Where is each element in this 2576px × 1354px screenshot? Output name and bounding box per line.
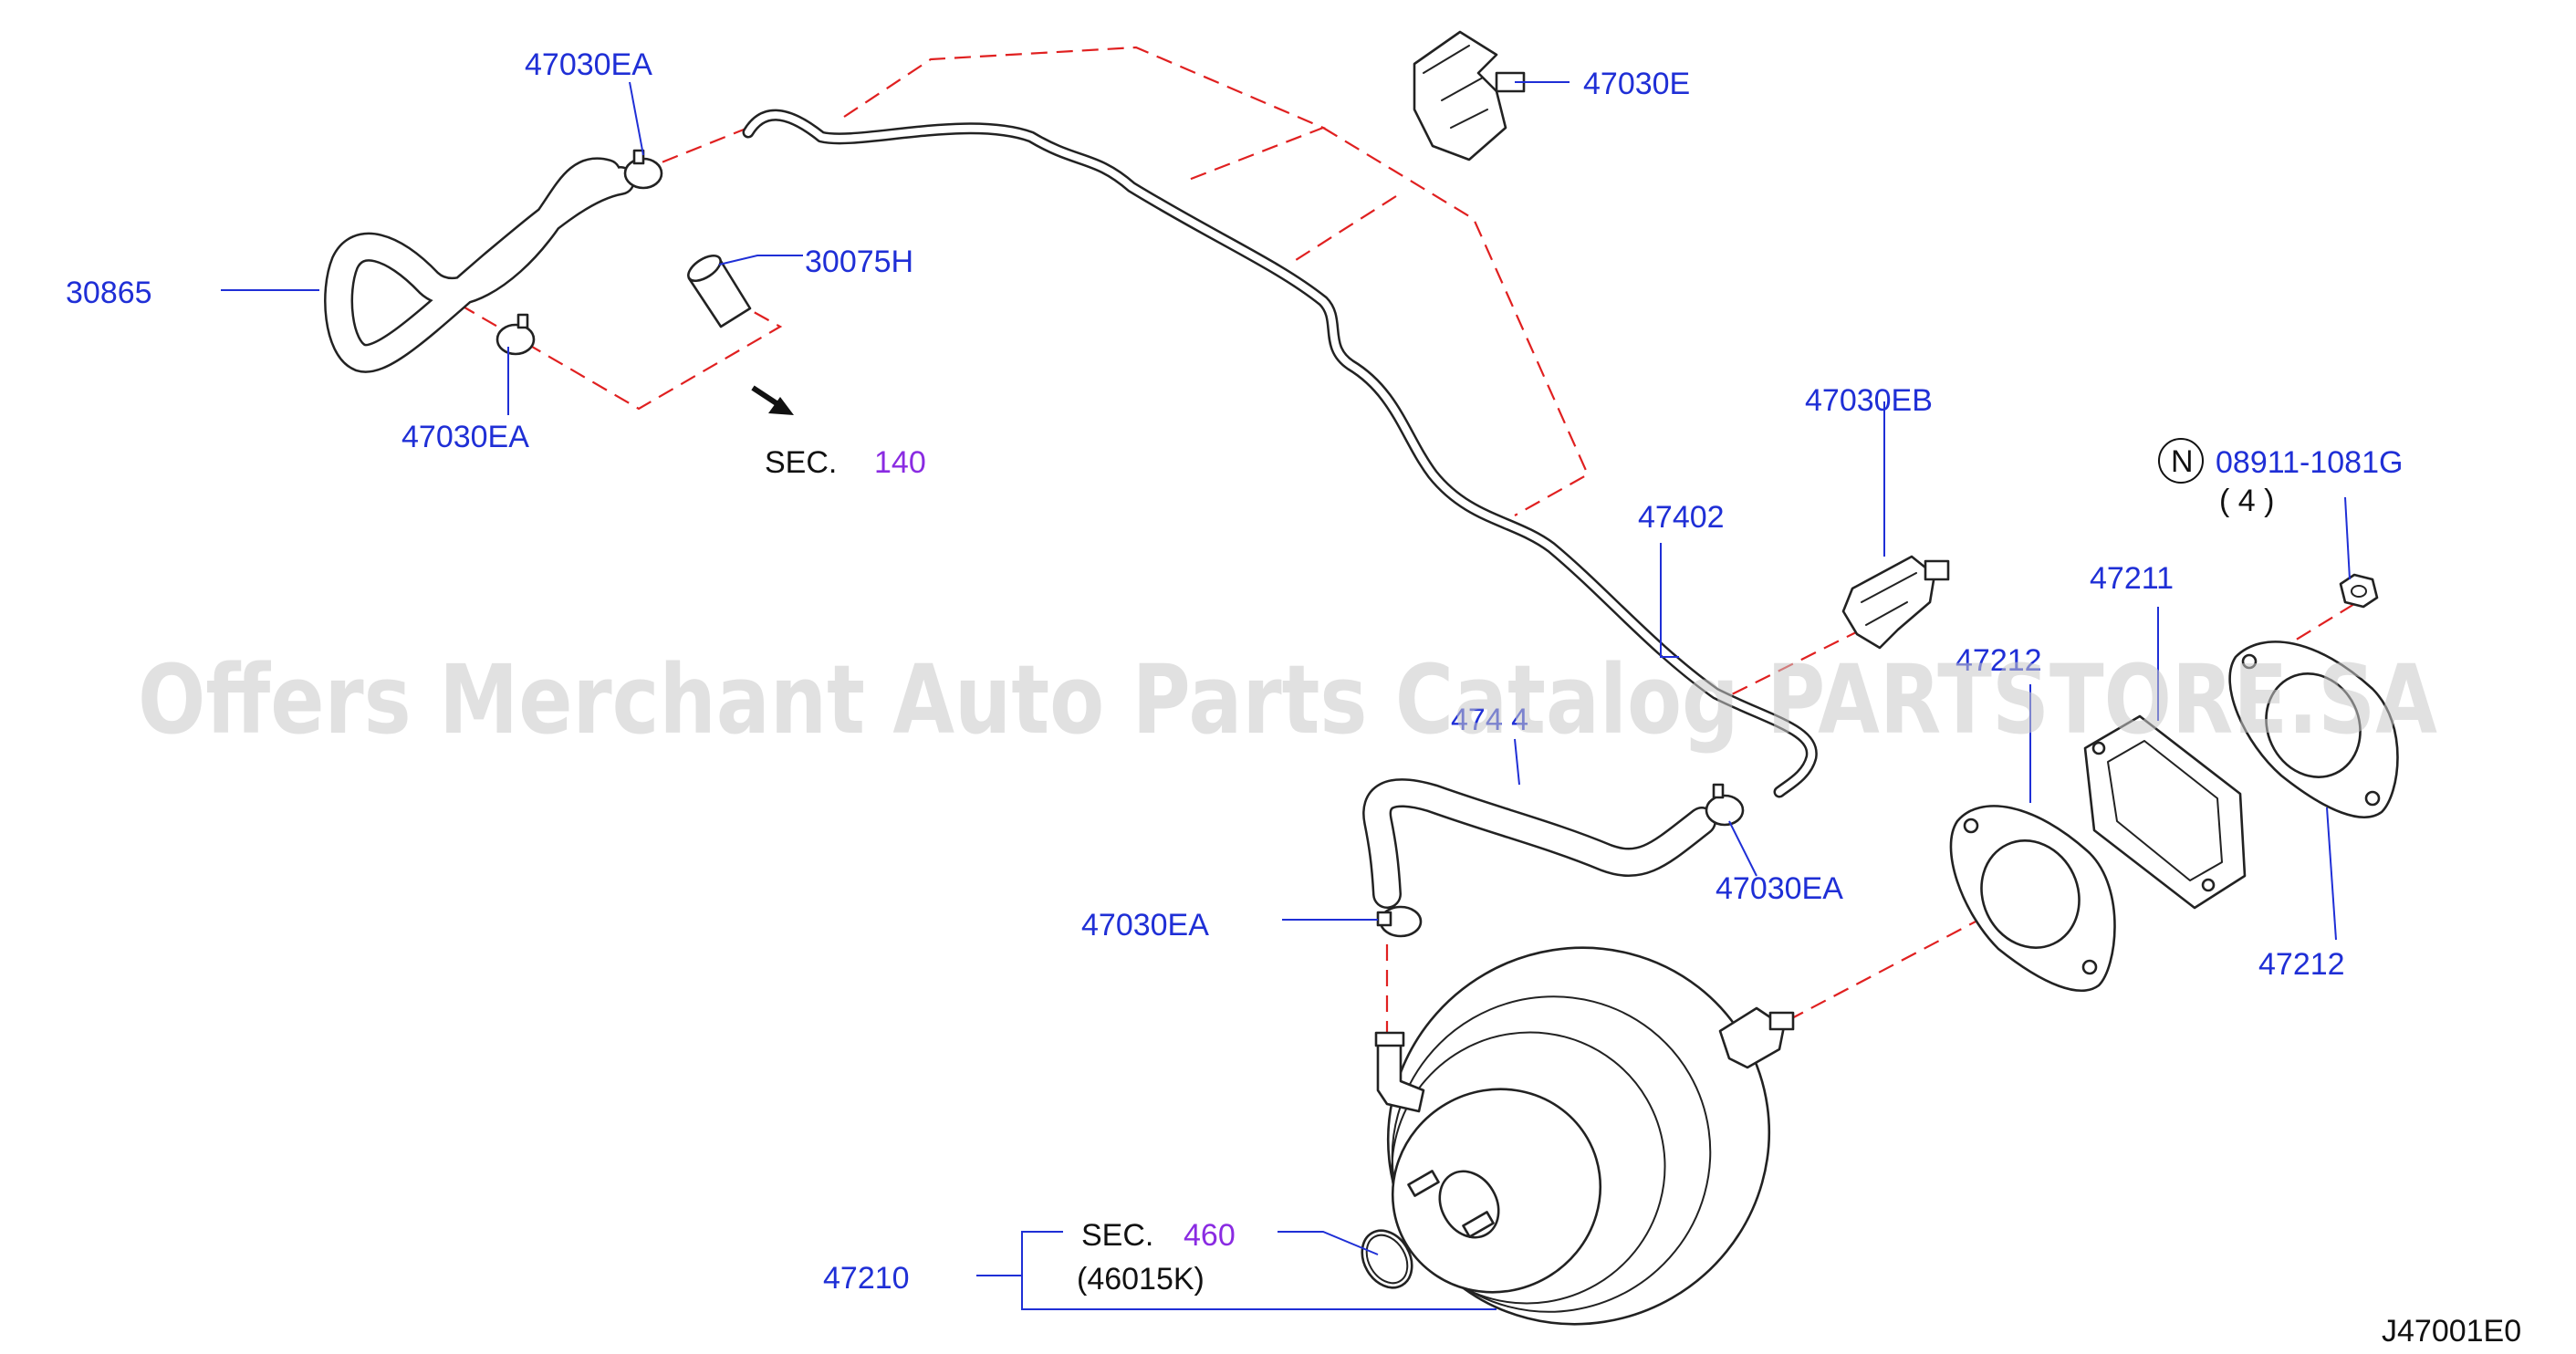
dash-upper-frame [843,46,1326,182]
label-47402[interactable]: 47402 [1638,500,1725,535]
label-47212-top[interactable]: 47212 [1955,643,2042,678]
dash-clip-frame [1322,127,1590,516]
clamp-mid [1376,905,1423,938]
watermark: Offers Merchant Auto Parts Catalog PARTS… [138,644,2437,755]
dash-hose-to-tube [638,126,749,173]
nut-marker: N [2171,444,2194,479]
leader-lines [221,81,2351,1310]
nut-marker-circle [2158,438,2204,484]
sec-140-prefix: SEC. [765,445,837,480]
label-47471-obscured[interactable]: 474 4 [1451,703,1528,737]
spacer-plate-47211 [2083,714,2247,910]
hose-lower [1362,778,1716,909]
sec-460-prefix: SEC. [1081,1218,1153,1253]
clip-47030EB [1841,555,1950,650]
sec-140-arrow [751,385,794,415]
label-30075H[interactable]: 30075H [805,245,913,279]
clamp-top [623,149,663,190]
dash-nut-to-gasket [2289,603,2355,644]
label-47030E[interactable]: 47030E [1583,67,1690,101]
diagram-code: J47001E0 [2382,1314,2521,1349]
sec-460-sub: (46015K) [1077,1262,1205,1297]
spacer-30075H [687,254,752,328]
label-30865[interactable]: 30865 [66,276,152,310]
hose-30865 [324,157,635,373]
vacuum-tube-47402 [742,109,1818,798]
nut [2339,573,2379,609]
gasket-left [1949,805,2116,993]
label-47211[interactable]: 47211 [2090,561,2174,596]
sec-460-link[interactable]: 460 [1184,1218,1236,1253]
label-47212-bottom[interactable]: 47212 [2258,947,2345,982]
label-47030EB[interactable]: 47030EB [1805,383,1933,418]
clamp-right [1705,783,1745,827]
label-47030EA-right[interactable]: 47030EA [1716,871,1843,906]
sec-140-link[interactable]: 140 [874,445,926,480]
dash-lower-left-frame [437,291,783,411]
dash-bracket-link [1295,195,1397,261]
label-47030EA-mid[interactable]: 47030EA [1081,908,1209,943]
o-ring [1361,1229,1413,1289]
clamp-left [495,313,536,356]
gasket-right [2228,641,2399,819]
label-nut-qty: ( 4 ) [2219,484,2274,518]
label-47030EA-top[interactable]: 47030EA [525,47,652,82]
label-47030EA-left[interactable]: 47030EA [402,420,529,454]
label-47210[interactable]: 47210 [823,1261,910,1296]
label-08911-1081G[interactable]: 08911-1081G [2216,445,2403,480]
bracket-47030E [1413,30,1526,161]
part-labels: 30865 47030EA 47030EA 30075H 47030E 4703… [66,47,2521,1349]
brake-booster-47210 [1374,946,1795,1326]
